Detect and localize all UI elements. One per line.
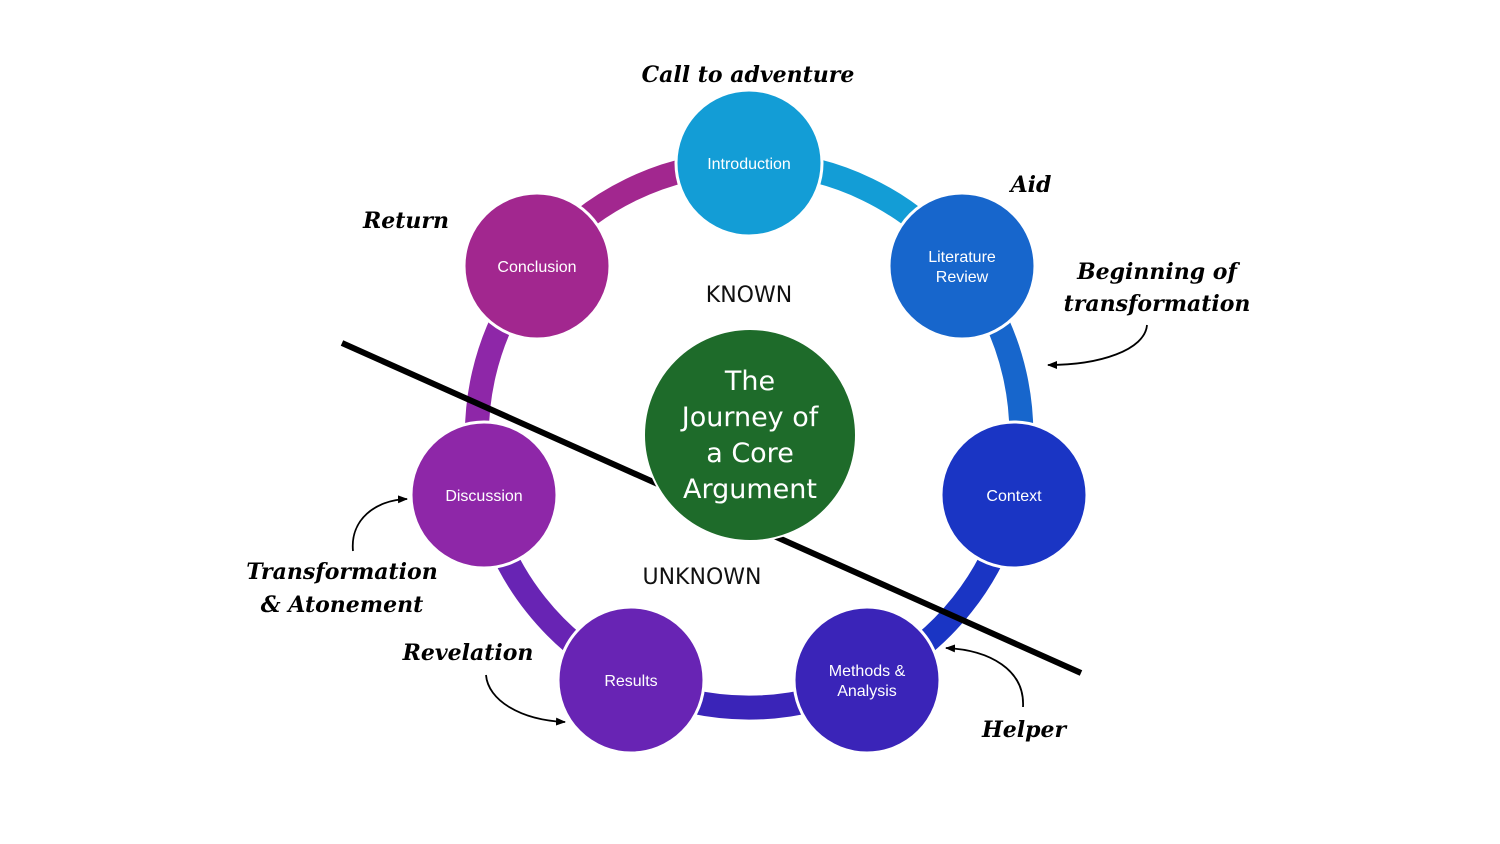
node-label-methods-analysis-2: Analysis (837, 683, 897, 700)
node-label-literature-review-2: Review (936, 269, 989, 286)
node-context[interactable]: Context (939, 420, 1089, 570)
node-label-results-1: Results (604, 673, 657, 690)
known-label: KNOWN (706, 283, 792, 308)
center-label-line-3: a Core (706, 438, 794, 469)
center-label-line-4: Argument (683, 474, 817, 505)
node-methods-analysis[interactable]: Methods & Analysis (792, 605, 942, 755)
annotation-return: Return (362, 208, 449, 234)
arrow-helper (945, 644, 1024, 708)
node-introduction[interactable]: Introduction (674, 88, 824, 238)
annotation-transformation-atonement-line-1: Transformation (246, 559, 437, 585)
annotation-call-to-adventure: Call to adventure (642, 62, 855, 88)
node-label-introduction-1: Introduction (707, 156, 791, 173)
node-circle-literature-review (887, 191, 1037, 341)
annotation-beginning-of-transformation-line-2: transformation (1064, 291, 1251, 317)
node-label-context-1: Context (986, 488, 1042, 505)
node-circle-context (939, 420, 1089, 570)
unknown-label: UNKNOWN (643, 565, 762, 590)
arrow-revelation (485, 674, 566, 726)
center-circle (643, 328, 857, 542)
node-discussion[interactable]: Discussion (409, 420, 559, 570)
annotation-aid: Aid (1009, 172, 1052, 198)
annotation-transformation-atonement-line-2: & Atonement (261, 592, 423, 618)
arrow-transformation-atonement (352, 495, 408, 552)
node-circle-introduction (674, 88, 824, 238)
stage-nodes: IntroductionLiteratureReviewContextMetho… (409, 88, 1089, 755)
center-node[interactable]: The Journey of a Core Argument (643, 328, 857, 542)
annotation-helper: Helper (981, 717, 1068, 743)
node-label-conclusion-1: Conclusion (497, 259, 576, 276)
node-label-literature-review-1: Literature (928, 249, 996, 266)
node-label-methods-analysis-1: Methods & (829, 663, 906, 680)
center-label-line-2: Journey of (680, 402, 820, 433)
node-circle-results (556, 605, 706, 755)
arrow-beginning-of-transformation (1047, 324, 1148, 369)
annotation-revelation: Revelation (402, 640, 534, 666)
node-label-discussion-1: Discussion (445, 488, 522, 505)
node-conclusion[interactable]: Conclusion (462, 191, 612, 341)
node-circle-discussion (409, 420, 559, 570)
node-circle-methods-analysis (792, 605, 942, 755)
center-label-line-1: The (724, 366, 775, 397)
node-circle-conclusion (462, 191, 612, 341)
annotation-beginning-of-transformation-line-1: Beginning of (1076, 259, 1240, 285)
node-results[interactable]: Results (556, 605, 706, 755)
